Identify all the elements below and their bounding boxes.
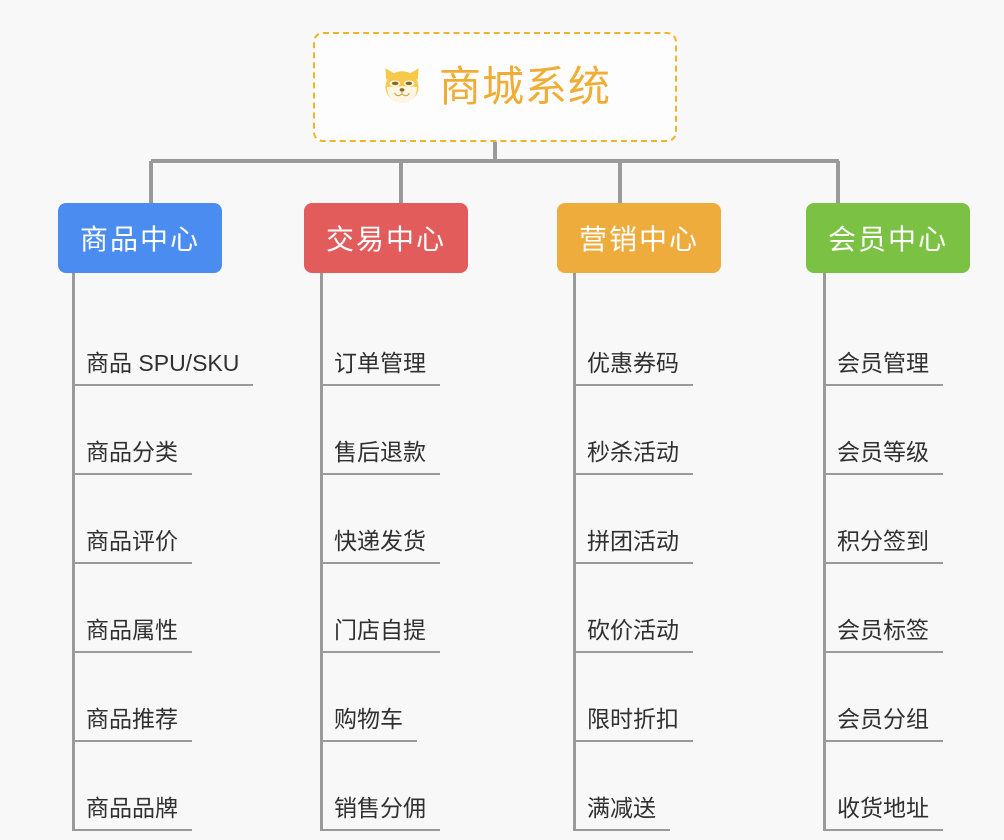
list-item[interactable]: 商品分类 xyxy=(72,386,253,475)
list-item[interactable]: 积分签到 xyxy=(823,475,943,564)
leaf-label: 售后退款 xyxy=(320,438,440,475)
category-header-marketing[interactable]: 营销中心 xyxy=(557,203,722,273)
list-item[interactable]: 购物车 xyxy=(320,653,440,742)
category-header-label: 会员中心 xyxy=(828,224,949,255)
leaf-label: 订单管理 xyxy=(320,349,440,386)
leaf-label: 快递发货 xyxy=(320,527,440,564)
leaf-list-member: 会员管理 会员等级 积分签到 会员标签 会员分组 收货地址 xyxy=(823,273,943,831)
list-item[interactable]: 快递发货 xyxy=(320,475,440,564)
leaf-spine xyxy=(320,273,323,831)
leaf-label: 拼团活动 xyxy=(573,527,693,564)
list-item[interactable]: 限时折扣 xyxy=(573,653,693,742)
list-item[interactable]: 秒杀活动 xyxy=(573,386,693,475)
leaf-label: 优惠券码 xyxy=(573,349,693,386)
root-node-title: 商城系统 xyxy=(438,63,611,110)
leaf-label: 商品推荐 xyxy=(72,705,192,742)
category-columns: 商品中心 商品 SPU/SKU 商品分类 商品评价 商品属性 商品推荐 商品品牌… xyxy=(0,203,1004,831)
category-column-member: 会员中心 会员管理 会员等级 积分签到 会员标签 会员分组 收货地址 xyxy=(753,203,1004,831)
leaf-label: 商品分类 xyxy=(72,438,192,475)
category-header-label: 交易中心 xyxy=(326,224,447,255)
leaf-label: 会员标签 xyxy=(823,616,943,653)
leaf-label: 购物车 xyxy=(320,705,417,742)
leaf-label: 会员分组 xyxy=(823,705,943,742)
list-item[interactable]: 商品 SPU/SKU xyxy=(72,297,254,386)
list-item[interactable]: 售后退款 xyxy=(320,386,440,475)
list-item[interactable]: 会员分组 xyxy=(823,653,943,742)
category-column-product: 商品中心 商品 SPU/SKU 商品分类 商品评价 商品属性 商品推荐 商品品牌 xyxy=(0,203,254,831)
leaf-label: 商品评价 xyxy=(72,527,192,564)
list-item[interactable]: 会员管理 xyxy=(823,297,943,386)
list-item[interactable]: 收货地址 xyxy=(823,742,943,831)
leaf-label: 商品属性 xyxy=(72,616,192,653)
leaf-spine xyxy=(72,273,75,831)
leaf-label: 限时折扣 xyxy=(573,705,693,742)
leaf-list-product: 商品 SPU/SKU 商品分类 商品评价 商品属性 商品推荐 商品品牌 xyxy=(72,273,254,831)
leaf-label: 收货地址 xyxy=(823,794,943,831)
leaf-label: 销售分佣 xyxy=(320,794,440,831)
list-item[interactable]: 拼团活动 xyxy=(573,475,693,564)
list-item[interactable]: 会员标签 xyxy=(823,564,943,653)
category-header-label: 商品中心 xyxy=(80,224,201,255)
shiba-dog-face-icon xyxy=(385,68,419,103)
category-header-trade[interactable]: 交易中心 xyxy=(304,203,469,273)
category-header-label: 营销中心 xyxy=(579,224,700,255)
category-header-product[interactable]: 商品中心 xyxy=(58,203,223,273)
list-item[interactable]: 商品评价 xyxy=(72,475,253,564)
list-item[interactable]: 商品属性 xyxy=(72,564,253,653)
list-item[interactable]: 优惠券码 xyxy=(573,297,693,386)
leaf-label: 秒杀活动 xyxy=(573,438,693,475)
leaf-label: 商品品牌 xyxy=(72,794,192,831)
leaf-label: 积分签到 xyxy=(823,527,943,564)
list-item[interactable]: 商品品牌 xyxy=(72,742,253,831)
leaf-spine xyxy=(573,273,576,831)
list-item[interactable]: 砍价活动 xyxy=(573,564,693,653)
leaf-list-trade: 订单管理 售后退款 快递发货 门店自提 购物车 销售分佣 xyxy=(320,273,440,831)
leaf-label: 会员等级 xyxy=(823,438,943,475)
category-header-member[interactable]: 会员中心 xyxy=(806,203,971,273)
leaf-label: 会员管理 xyxy=(823,349,943,386)
list-item[interactable]: 订单管理 xyxy=(320,297,440,386)
list-item[interactable]: 会员等级 xyxy=(823,386,943,475)
list-item[interactable]: 销售分佣 xyxy=(320,742,440,831)
category-column-marketing: 营销中心 优惠券码 秒杀活动 拼团活动 砍价活动 限时折扣 满减送 xyxy=(502,203,753,831)
leaf-list-marketing: 优惠券码 秒杀活动 拼团活动 砍价活动 限时折扣 满减送 xyxy=(573,273,693,831)
leaf-label: 门店自提 xyxy=(320,616,440,653)
list-item[interactable]: 商品推荐 xyxy=(72,653,253,742)
leaf-label: 砍价活动 xyxy=(573,616,693,653)
root-node-card[interactable]: 商城系统 xyxy=(313,32,677,142)
category-column-trade: 交易中心 订单管理 售后退款 快递发货 门店自提 购物车 销售分佣 xyxy=(251,203,502,831)
leaf-label: 商品 SPU/SKU xyxy=(72,349,254,386)
leaf-spine xyxy=(823,273,826,831)
list-item[interactable]: 门店自提 xyxy=(320,564,440,653)
leaf-label: 满减送 xyxy=(573,794,670,831)
list-item[interactable]: 满减送 xyxy=(573,742,693,831)
